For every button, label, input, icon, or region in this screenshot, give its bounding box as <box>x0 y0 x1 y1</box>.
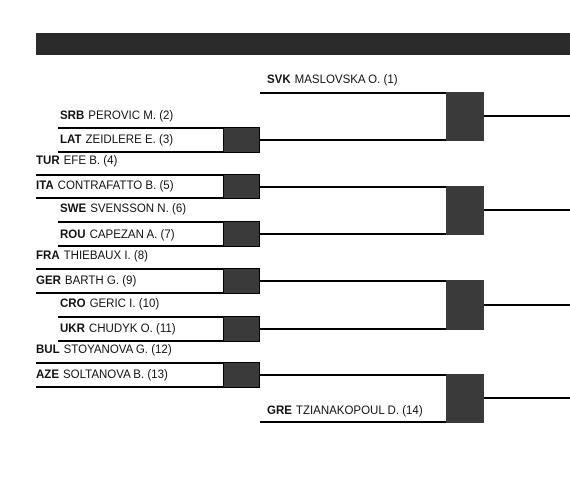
bracket-line <box>484 397 570 399</box>
nation-code: LAT <box>60 134 82 146</box>
bracket-line <box>260 328 484 330</box>
nation-code: TUR <box>36 155 60 167</box>
qualif-result-box <box>223 316 260 342</box>
bracket-line <box>260 186 484 188</box>
nation-code: GER <box>36 275 61 287</box>
athlete-name: PEROVIC M. (2) <box>88 110 174 122</box>
athlete-name: MASLOVSKA O. (1) <box>294 74 398 86</box>
qualif-result-box <box>223 362 260 388</box>
bracket-line <box>260 374 484 376</box>
qualif-result-box <box>223 127 260 153</box>
nation-code: SVK <box>267 74 291 86</box>
bracket-line <box>260 233 484 235</box>
athlete-name: ZEIDLERE E. (3) <box>85 134 174 146</box>
bracket-line <box>58 127 224 129</box>
bracket-line <box>36 268 224 270</box>
athlete-name: SOLTANOVA B. (13) <box>63 369 168 381</box>
nation-code: SWE <box>60 203 87 215</box>
bracket-line <box>58 340 224 342</box>
nation-code: CRO <box>60 298 86 310</box>
nation-code: ITA <box>36 180 54 192</box>
nation-code: BUL <box>36 344 60 356</box>
bracket-line <box>484 304 570 306</box>
bracket-line <box>260 280 484 282</box>
bracket-line <box>484 209 570 211</box>
nation-code: UKR <box>60 323 85 335</box>
bracket-line <box>484 115 570 117</box>
qualif-result-box <box>223 174 260 199</box>
nation-code: AZE <box>36 369 59 381</box>
qualif-entry: AZE SOLTANOVA B. (13) <box>36 366 168 384</box>
quarter-final-result-box <box>446 186 484 235</box>
nation-code: ROU <box>60 229 86 241</box>
bracket-line <box>58 316 224 318</box>
bracket-line <box>36 362 224 364</box>
quarter-final-result-box <box>446 374 484 423</box>
athlete-name: THIEBAUX I. (8) <box>63 250 148 262</box>
athlete-name: EFE B. (4) <box>63 155 118 167</box>
qualif-result-box <box>223 268 260 294</box>
bracket-line <box>260 92 484 94</box>
quarter-final-result-box <box>446 280 484 330</box>
bracket-line <box>58 245 224 247</box>
athlete-name: SVENSSON N. (6) <box>90 203 187 215</box>
athlete-name: TZIANAKOPOUL D. (14) <box>295 405 423 417</box>
quarter-final-result-box <box>446 92 484 141</box>
round-header-bar <box>36 33 570 55</box>
round-header-next-round: 1/ <box>553 2 566 19</box>
round-header-qualif: Qualif. <box>122 2 170 19</box>
qualif-result-box <box>223 221 260 247</box>
nation-code: SRB <box>60 110 85 122</box>
bracket-line <box>58 151 224 153</box>
bracket-line <box>260 139 484 141</box>
bracket-line <box>58 221 224 223</box>
athlete-name: CAPEZAN A. (7) <box>89 229 175 241</box>
round-header-quarter-final: 1/4 Final <box>340 2 402 19</box>
athlete-name: STOYANOVA G. (12) <box>63 344 172 356</box>
athlete-name: CHUDYK O. (11) <box>88 323 176 335</box>
nation-code: GRE <box>267 405 292 417</box>
nation-code: FRA <box>36 250 60 262</box>
bracket-line <box>260 421 484 423</box>
bracket-line <box>36 174 224 176</box>
athlete-name: BARTH G. (9) <box>64 275 137 287</box>
bracket-line <box>36 197 224 199</box>
athlete-name: CONTRAFATTO B. (5) <box>57 180 174 192</box>
athlete-name: GERIC I. (10) <box>89 298 160 310</box>
bracket-line <box>36 386 224 388</box>
bracket-line <box>36 292 224 294</box>
